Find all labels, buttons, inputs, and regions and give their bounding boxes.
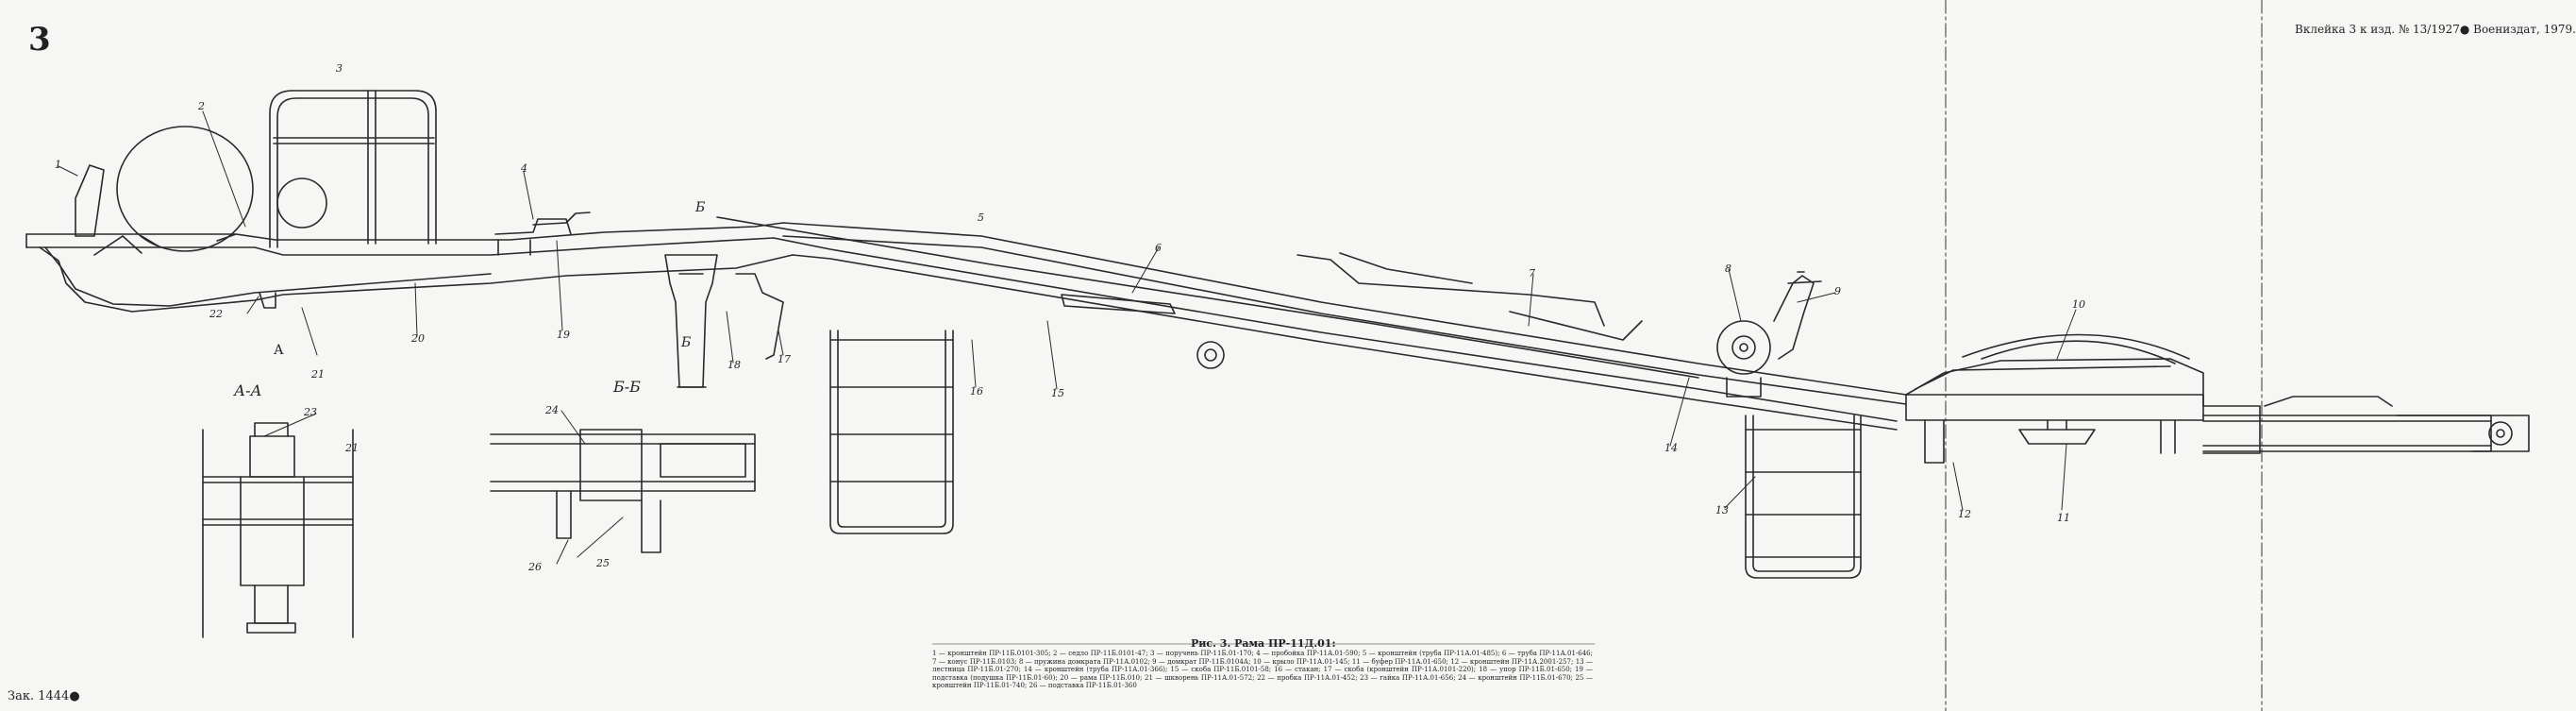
callout-16: 16 [970,385,983,398]
callout-7: 7 [1529,267,1535,279]
kingpin-stand [259,254,784,388]
callout-8: 8 [1725,262,1731,275]
cut-mark-b-bottom: Б [681,335,692,350]
callout-21: 21 [311,368,325,381]
callout-17: 17 [778,353,791,365]
bracket-4-19 [494,212,591,256]
callout-19: 19 [557,329,570,341]
callout-1: 1 [55,159,61,171]
callout-12: 12 [1958,508,1971,520]
callout-24: 24 [545,404,559,416]
callout-13: 13 [1715,504,1729,516]
cut-mark-b-top: Б [695,200,706,215]
figure-caption-title: Рис. 3. Рама ПР-11Д.01: [1191,637,1336,650]
callout-26: 26 [528,561,542,573]
callout-23: 23 [304,406,317,418]
fold-lines [1945,0,2263,711]
callout-2: 2 [198,100,205,112]
page-number: 3 [28,21,51,59]
callout-20: 20 [411,332,425,345]
callout-18: 18 [728,359,741,371]
callout-6: 6 [1155,242,1162,254]
order-number: Зак. 1444● [8,689,80,703]
figure-caption-legend: 1 — кронштейн ПР-11Б.0101-305; 2 — седло… [932,650,1593,690]
tank-cylinder [75,126,254,256]
insert-note: Вклейка 3 к изд. № 13/1927● Воениздат, 1… [2295,23,2576,36]
callout-4: 4 [521,162,527,175]
callout-25: 25 [596,557,610,569]
callout-15: 15 [1051,387,1064,399]
jack-assembly [1716,271,1822,398]
callout-14: 14 [1664,442,1678,454]
frame-main-beams [25,216,2530,454]
callout-5: 5 [978,212,984,224]
section-aa-detail [202,422,354,638]
rear-fender [1905,333,2204,464]
callout-9: 9 [1834,285,1841,297]
callout-10: 10 [2072,298,2085,311]
handrail [269,90,437,248]
callout-3: 3 [336,62,343,75]
section-label-bb: Б-Б [613,378,641,396]
ladder-right [1745,415,1862,579]
cut-mark-a: А [274,343,284,358]
pipe-and-cone [1061,252,1643,369]
callout-11: 11 [2057,512,2070,524]
section-label-aa: А-А [234,381,262,399]
leader-lines [58,110,2077,565]
callout-21-section: 21 [345,442,359,454]
callout-22: 22 [209,308,223,320]
ladder-left [829,330,954,534]
section-bb-detail [490,429,756,553]
